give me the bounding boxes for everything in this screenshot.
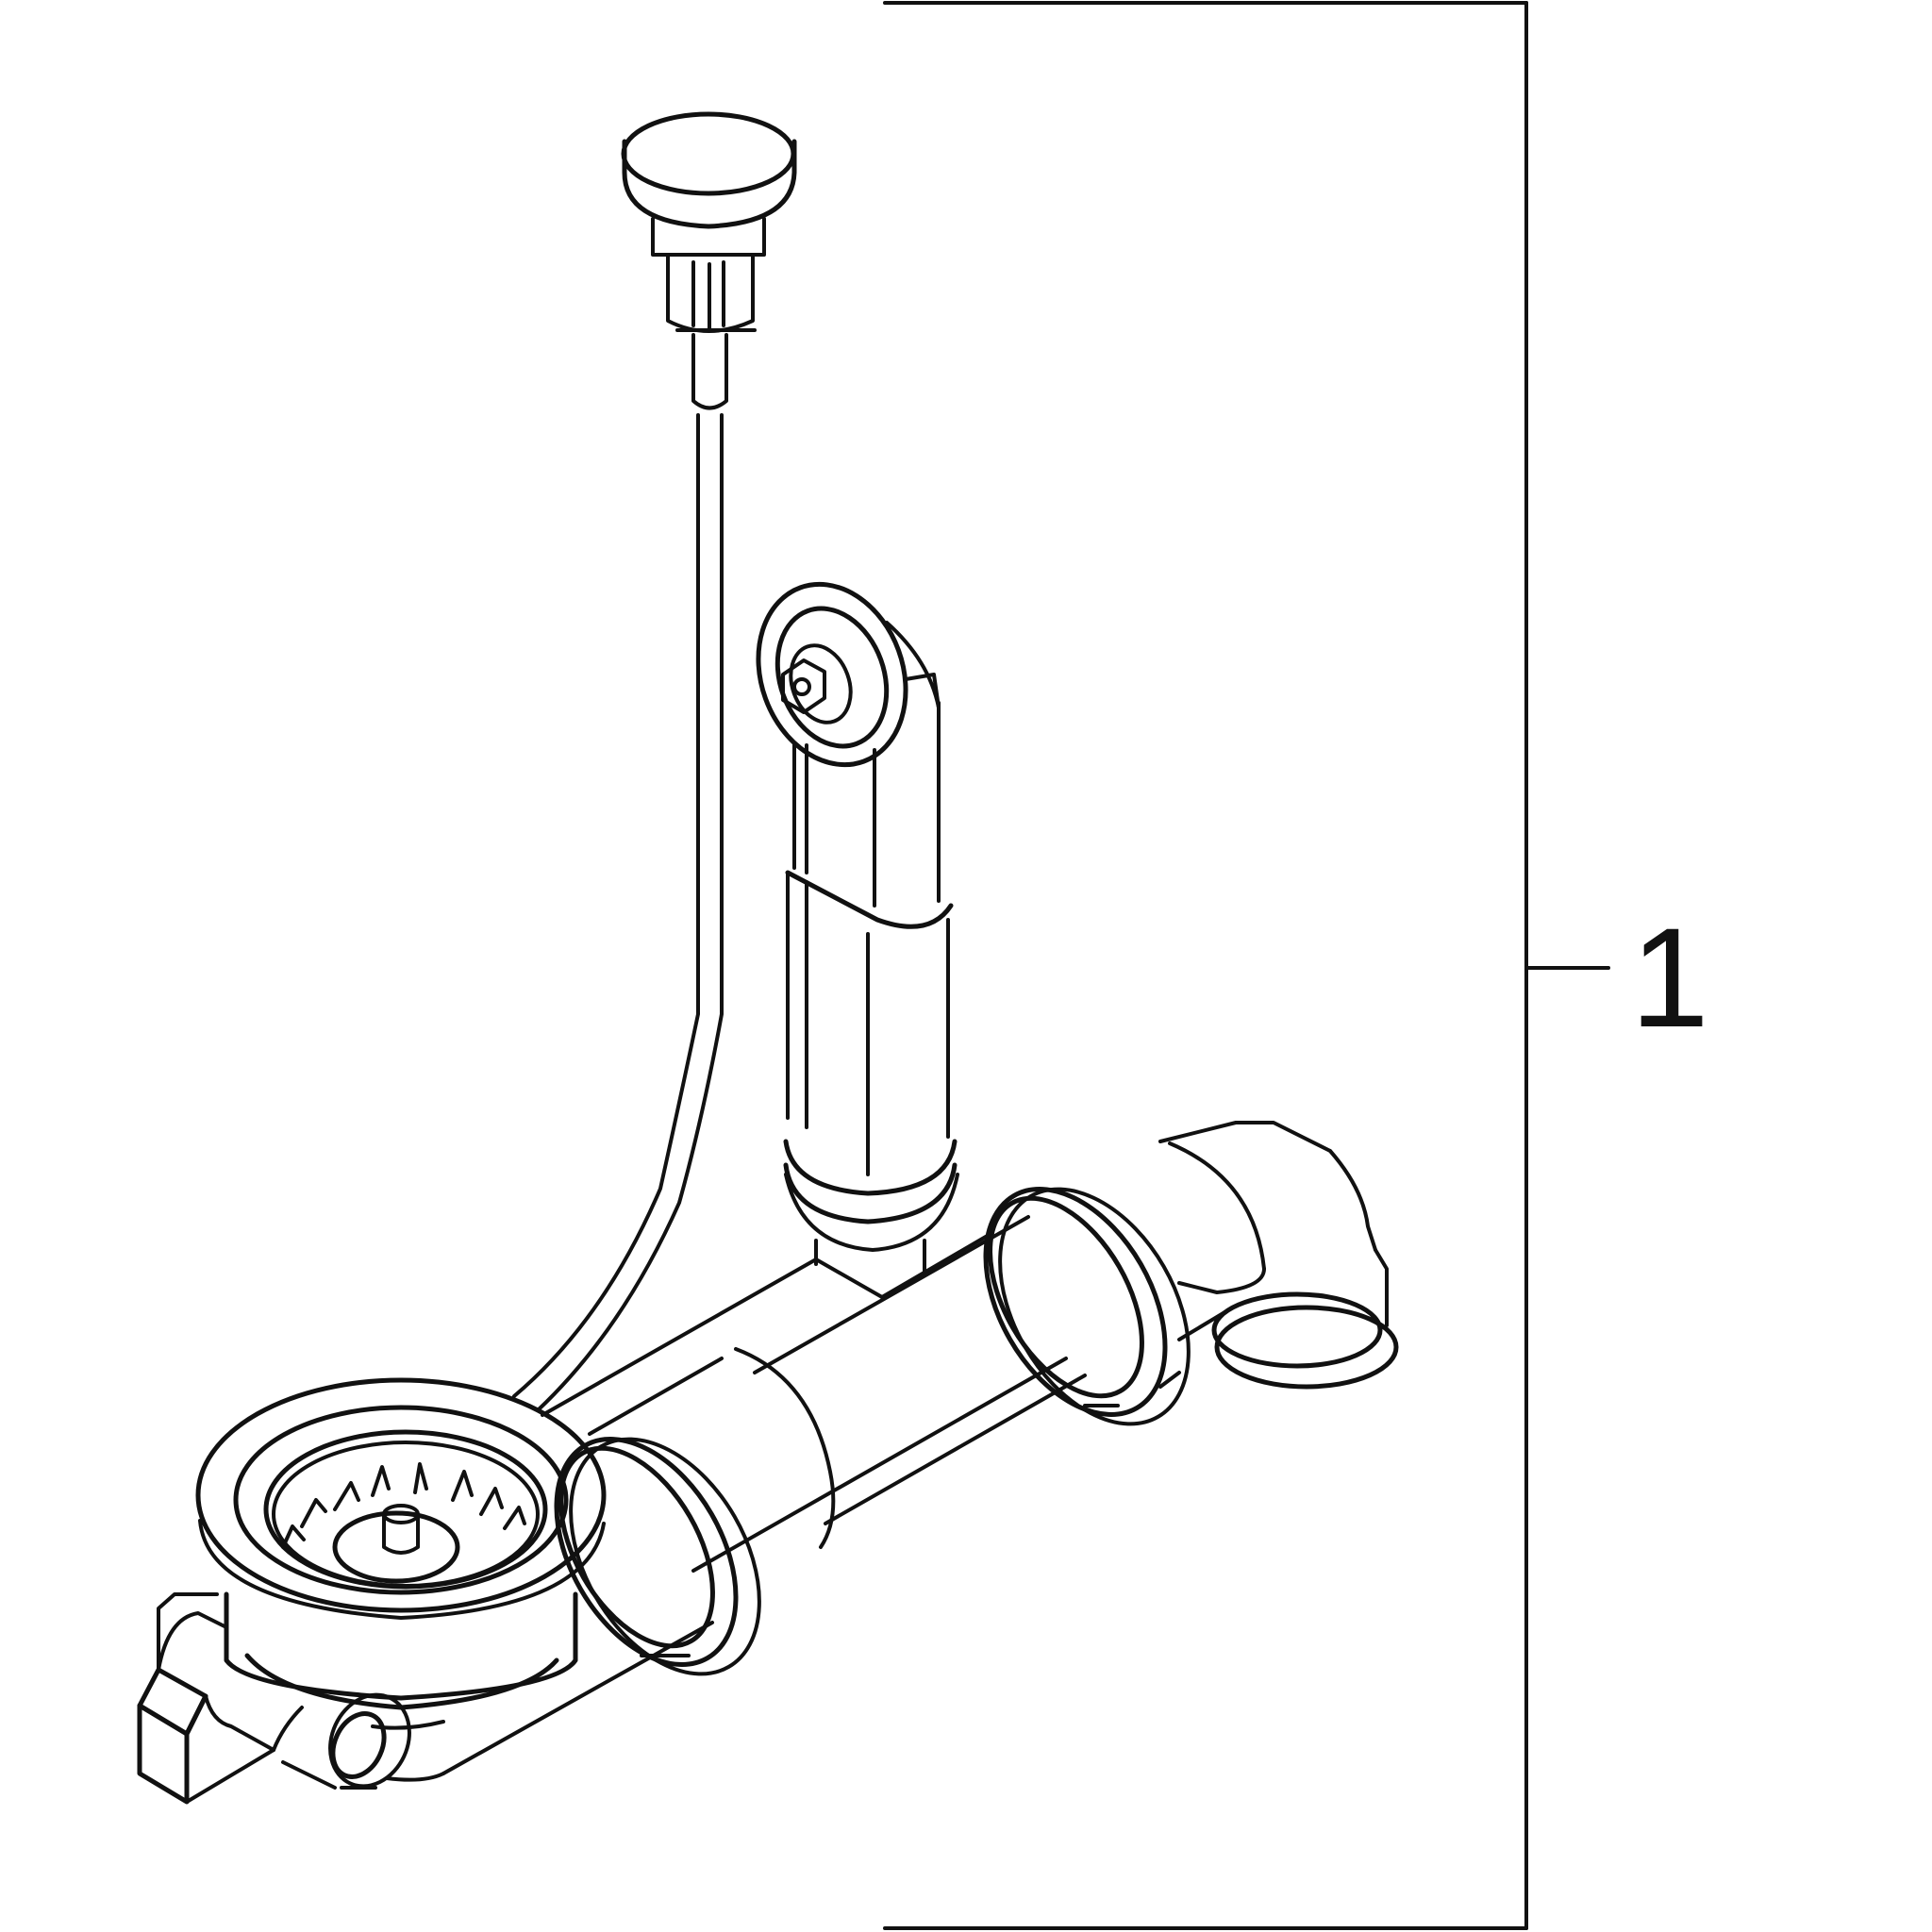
callout-number: 1	[1630, 898, 1708, 1057]
overflow-tube	[785, 701, 954, 1176]
overflow-head	[756, 581, 941, 768]
strainer-basket	[195, 1377, 607, 1710]
cable-housing	[137, 1592, 337, 1805]
waste-outlet	[328, 1621, 714, 1790]
strainer-prongs	[281, 1462, 526, 1549]
outlet-elbow	[1158, 1121, 1399, 1390]
main-pipe	[588, 1347, 1087, 1573]
control-knob	[621, 111, 797, 333]
callout-bracket	[883, 1, 1610, 1930]
overflow-pipe	[541, 1215, 1030, 1417]
bowden-cable	[512, 333, 728, 1412]
overflow-elbow	[783, 1139, 959, 1277]
pipe-couplings	[554, 1187, 1191, 1676]
